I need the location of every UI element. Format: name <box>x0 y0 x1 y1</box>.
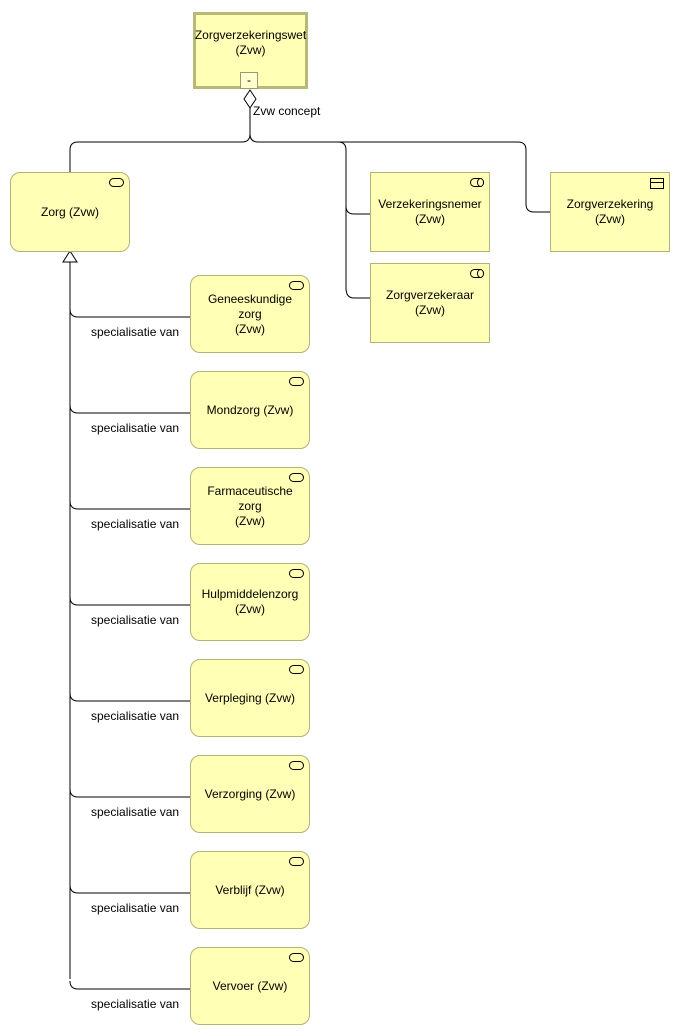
aggregation-line <box>249 133 370 215</box>
specialization-relation-label: specialisatie van <box>91 517 180 531</box>
node-specialization[interactable]: Mondzorg (Zvw) <box>190 371 310 449</box>
node-specialization[interactable]: Verpleging (Zvw) <box>190 659 310 737</box>
role-icon <box>470 269 484 278</box>
node-label: Geneeskundige zorg (Zvw) <box>207 291 293 336</box>
node-label: Verzekeringsnemer (Zvw) <box>378 197 482 226</box>
node-label: Zorgverzekeringswet (Zvw) <box>194 27 307 57</box>
product-icon <box>650 178 664 189</box>
node-label: Zorgverzekering (Zvw) <box>566 197 654 226</box>
service-icon <box>289 281 304 290</box>
node-zorg[interactable]: Zorg (Zvw) <box>10 172 130 252</box>
collapse-button[interactable]: - <box>240 72 258 89</box>
service-icon <box>289 665 304 674</box>
specialization-branch-line <box>69 404 190 414</box>
aggregation-line <box>345 206 370 299</box>
specialization-relation-label: specialisatie van <box>91 901 180 915</box>
specialization-branch-line <box>69 500 190 510</box>
service-icon <box>289 473 304 482</box>
node-specialization[interactable]: Farmaceutische zorg (Zvw) <box>190 467 310 545</box>
node-zorgverzekeringswet[interactable]: Zorgverzekeringswet (Zvw) - <box>193 12 308 89</box>
specialization-branch-line <box>69 308 190 318</box>
concept-relation-label: Zvw concept <box>253 104 321 118</box>
service-icon <box>289 761 304 770</box>
node-label: Hulpmiddelenzorg (Zvw) <box>201 587 299 616</box>
node-label: Verblijf (Zvw) <box>215 882 285 897</box>
service-icon <box>109 178 124 187</box>
aggregation-line <box>69 108 251 172</box>
node-zorgverzekering[interactable]: Zorgverzekering (Zvw) <box>550 172 670 252</box>
specialization-arrowhead-icon <box>62 250 78 263</box>
aggregation-line <box>338 141 550 213</box>
aggregation-diamond-icon <box>243 89 257 109</box>
node-label: Verpleging (Zvw) <box>204 690 296 705</box>
service-icon <box>289 857 304 866</box>
node-label: Farmaceutische zorg (Zvw) <box>207 483 293 528</box>
node-specialization[interactable]: Geneeskundige zorg (Zvw) <box>190 275 310 353</box>
specialization-branch-line <box>69 788 190 798</box>
node-label: Vervoer (Zvw) <box>212 978 288 993</box>
specialization-relation-label: specialisatie van <box>91 997 180 1011</box>
specialization-branches <box>69 308 190 990</box>
specialization-branch-line <box>69 692 190 702</box>
node-label: Zorgverzekeraar (Zvw) <box>385 288 475 317</box>
node-zorgverzekeraar[interactable]: Zorgverzekeraar (Zvw) <box>370 263 490 343</box>
node-label: Verzorging (Zvw) <box>204 786 296 801</box>
node-label: Zorg (Zvw) <box>41 204 99 219</box>
specialization-relation-label: specialisatie van <box>91 709 180 723</box>
service-icon <box>289 953 304 962</box>
service-icon <box>289 569 304 578</box>
node-verzekeringsnemer[interactable]: Verzekeringsnemer (Zvw) <box>370 172 490 252</box>
specialization-relation-label: specialisatie van <box>91 613 180 627</box>
node-specialization[interactable]: Hulpmiddelenzorg (Zvw) <box>190 563 310 641</box>
node-specialization[interactable]: Vervoer (Zvw) <box>190 947 310 1025</box>
specialization-branch-line <box>69 884 190 894</box>
specialization-relation-label: specialisatie van <box>91 805 180 819</box>
specialization-relation-label: specialisatie van <box>91 421 180 435</box>
role-icon <box>470 178 484 187</box>
service-icon <box>289 377 304 386</box>
specialization-branch-line <box>69 980 190 990</box>
node-specialization[interactable]: Verzorging (Zvw) <box>190 755 310 833</box>
specialization-relation-label: specialisatie van <box>91 325 180 339</box>
node-specialization[interactable]: Verblijf (Zvw) <box>190 851 310 929</box>
node-label: Mondzorg (Zvw) <box>206 402 294 417</box>
specialization-branch-line <box>69 596 190 606</box>
